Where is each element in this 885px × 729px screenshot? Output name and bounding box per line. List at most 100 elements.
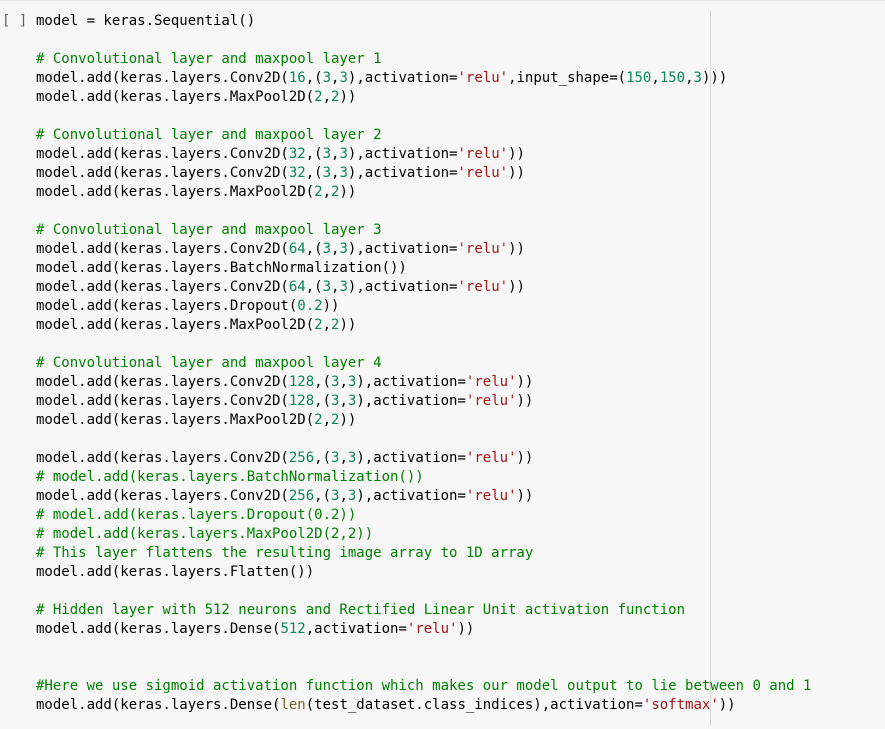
code-text: model.add(keras.layers.BatchNormalizatio… (36, 260, 407, 276)
code-number: 3 (339, 165, 348, 181)
code-text: )) (718, 697, 736, 713)
run-cell-button[interactable]: [ ] (2, 13, 28, 29)
code-text: , (322, 412, 332, 428)
code-line: model.add(keras.layers.Conv2D(32,(3,3),a… (36, 145, 811, 164)
code-number: 3 (347, 393, 357, 409)
code-line (36, 202, 811, 221)
code-number: 3 (322, 70, 332, 86)
code-line: # model.add(keras.layers.Dropout(0.2)) (36, 506, 811, 525)
code-text: model.add(keras.layers.Conv2D( (36, 374, 289, 390)
code-text: ,activation= (305, 621, 407, 637)
code-line: model.add(keras.layers.Conv2D(256,(3,3),… (36, 487, 811, 506)
code-text: ,( (314, 393, 332, 409)
code-number: 3 (693, 70, 702, 86)
code-comment: # Convolutional layer and maxpool layer … (36, 222, 382, 238)
code-comment: # This layer flattens the resulting imag… (36, 545, 534, 561)
code-line: model.add(keras.layers.Conv2D(32,(3,3),a… (36, 164, 811, 183)
code-text: )) (339, 317, 357, 333)
code-text: , (322, 184, 332, 200)
code-number: 3 (347, 450, 357, 466)
code-line (36, 31, 811, 50)
code-text: , (339, 450, 348, 466)
code-number: 3 (339, 146, 348, 162)
code-text: model.add(keras.layers.Dropout( (36, 298, 298, 314)
code-text: (test_dataset.class_indices),activation= (305, 697, 643, 713)
code-text: , (322, 89, 332, 105)
code-number: 3 (331, 488, 340, 504)
code-text: model.add(keras.layers.Conv2D( (36, 241, 289, 257)
code-text: )) (516, 450, 534, 466)
code-number: 2 (331, 412, 340, 428)
code-string: 'relu' (465, 393, 517, 409)
code-comment: # Hidden layer with 512 neurons and Rect… (36, 602, 686, 618)
code-text: )) (322, 298, 340, 314)
code-number: 0.2 (297, 298, 323, 314)
code-number: 3 (322, 241, 332, 257)
code-number: 3 (322, 165, 332, 181)
code-text: model.add(keras.layers.Conv2D( (36, 488, 289, 504)
code-text: )) (508, 241, 525, 257)
code-line: # This layer flattens the resulting imag… (36, 544, 811, 563)
code-line: model = keras.Sequential() (36, 12, 811, 31)
code-line: # model.add(keras.layers.BatchNormalizat… (36, 468, 811, 487)
code-number: 150 (626, 70, 652, 86)
code-text: ),activation= (347, 279, 458, 295)
code-text: , (331, 279, 340, 295)
code-number: 3 (339, 241, 348, 257)
code-text: ,( (314, 374, 332, 390)
code-text: ),activation= (356, 488, 466, 504)
code-number: 512 (280, 621, 306, 637)
code-number: 2 (314, 184, 323, 200)
code-number: 256 (288, 488, 315, 504)
code-line: # Convolutional layer and maxpool layer … (36, 221, 811, 240)
code-text: ))) (701, 70, 728, 86)
code-line: model.add(keras.layers.Conv2D(256,(3,3),… (36, 449, 811, 468)
code-text: ,( (305, 165, 323, 181)
code-number: 64 (288, 279, 306, 295)
code-number: 32 (288, 146, 306, 162)
code-text: model.add(keras.layers.Conv2D( (36, 393, 289, 409)
code-number: 3 (331, 450, 340, 466)
code-text: model.add(keras.layers.Dense( (36, 697, 281, 713)
code-text: model.add(keras.layers.Conv2D( (36, 450, 289, 466)
code-text: , (339, 374, 348, 390)
code-text: )) (516, 374, 534, 390)
code-comment: # Convolutional layer and maxpool layer … (36, 51, 382, 67)
code-number: 3 (322, 146, 332, 162)
code-text: , (339, 393, 348, 409)
code-line: model.add(keras.layers.Conv2D(64,(3,3),a… (36, 278, 811, 297)
code-number: 3 (331, 374, 340, 390)
code-number: 2 (314, 412, 323, 428)
code-line (36, 430, 811, 449)
code-text: model.add(keras.layers.Dense( (36, 621, 281, 637)
code-number: 32 (288, 165, 306, 181)
code-number: 3 (331, 393, 340, 409)
code-number: 3 (347, 374, 357, 390)
code-line (36, 582, 811, 601)
code-editor[interactable]: model = keras.Sequential() # Convolutiona… (36, 12, 811, 715)
code-text: ),activation= (347, 70, 458, 86)
code-text: )) (508, 279, 525, 295)
code-line: # Hidden layer with 512 neurons and Rect… (36, 601, 811, 620)
code-string: 'softmax' (642, 697, 719, 713)
code-text: )) (508, 165, 525, 181)
code-line: model.add(keras.layers.Conv2D(64,(3,3),a… (36, 240, 811, 259)
code-number: 2 (331, 184, 340, 200)
code-text: model.add(keras.layers.Conv2D( (36, 165, 289, 181)
code-text: model.add(keras.layers.Flatten()) (36, 564, 315, 580)
code-number: 3 (322, 279, 332, 295)
code-line: model.add(keras.layers.Conv2D(16,(3,3),a… (36, 69, 811, 88)
code-text: ,( (305, 146, 323, 162)
code-number: 3 (339, 279, 348, 295)
code-line: model.add(keras.layers.Dropout(0.2)) (36, 297, 811, 316)
code-text: ,( (305, 70, 323, 86)
code-text: model.add(keras.layers.MaxPool2D( (36, 317, 315, 333)
code-builtin: len (280, 697, 306, 713)
code-text: , (331, 241, 340, 257)
code-text: model.add(keras.layers.MaxPool2D( (36, 89, 315, 105)
code-text: ,input_shape=( (508, 70, 627, 86)
code-comment: # model.add(keras.layers.Dropout(0.2)) (36, 507, 357, 523)
code-string: 'relu' (457, 70, 509, 86)
code-comment: # Convolutional layer and maxpool layer … (36, 127, 382, 143)
